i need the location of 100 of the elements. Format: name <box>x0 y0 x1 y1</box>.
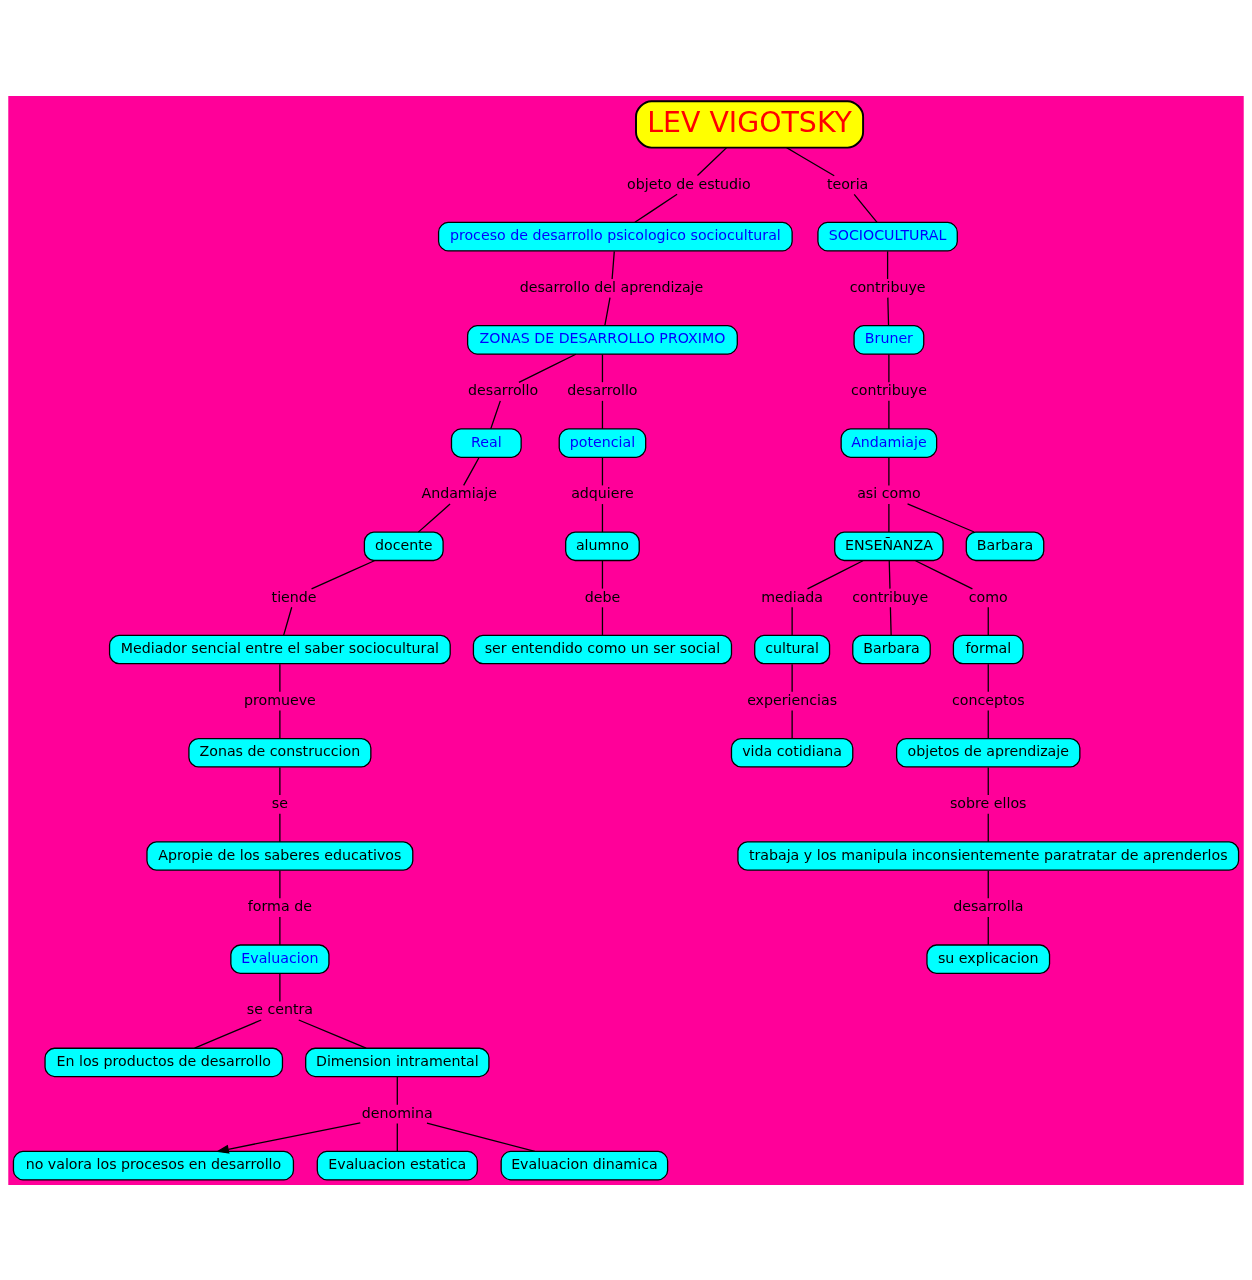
connector <box>791 606 793 636</box>
connector <box>611 250 615 280</box>
connector <box>601 399 604 430</box>
connector <box>282 606 293 636</box>
connector <box>279 915 281 946</box>
node-text: forma de <box>247 897 312 914</box>
connector <box>914 559 974 589</box>
connector <box>396 1122 398 1152</box>
connector <box>463 456 480 486</box>
node-box: objetos de aprendizaje <box>896 737 1081 768</box>
node-box: ENSEÑANZA <box>834 530 944 561</box>
node-box: Mediador sencial entre el saber sociocultural <box>108 634 451 664</box>
connector <box>601 606 604 636</box>
connector <box>987 606 989 636</box>
connector <box>888 353 890 383</box>
node-box: Dimension intramental <box>305 1047 490 1077</box>
node-box: vida cotidiana <box>730 737 854 768</box>
node-text: desarrollo <box>468 381 539 398</box>
connector <box>889 606 892 636</box>
node-text: debe <box>584 588 621 605</box>
node-text: conceptos <box>951 691 1025 708</box>
node-text: objeto de estudio <box>627 175 751 192</box>
node-box: trabaja y los manipula inconsientemente paratratar de aprenderlos <box>737 840 1240 871</box>
node-text: se centra <box>246 1000 314 1017</box>
node-text: se <box>271 794 288 811</box>
connector <box>426 1121 536 1152</box>
connector <box>887 296 890 326</box>
connector <box>888 456 890 486</box>
connector <box>987 915 989 946</box>
connector <box>601 502 604 533</box>
connector <box>279 709 281 739</box>
node-box: formal <box>952 634 1024 664</box>
connector <box>604 296 611 326</box>
node-text: promueve <box>243 691 316 708</box>
connector <box>696 146 728 176</box>
node-text: sobre ellos <box>949 794 1027 811</box>
node-text: adquiere <box>571 484 634 501</box>
connector <box>279 972 281 1002</box>
connector <box>987 709 989 739</box>
node-text: desarrollo del aprendizaje <box>519 278 704 295</box>
connector <box>490 399 501 430</box>
connector <box>987 663 989 692</box>
connector <box>886 250 889 280</box>
node-box: alumno <box>565 530 640 561</box>
connector <box>791 709 793 739</box>
connector <box>279 663 281 692</box>
connector <box>806 559 864 589</box>
connector <box>193 1018 262 1049</box>
arrow <box>216 1121 361 1154</box>
connector <box>791 663 793 692</box>
connector <box>853 193 878 223</box>
node-box: cultural <box>754 634 831 664</box>
connector <box>888 399 890 430</box>
connector <box>785 146 835 176</box>
node-box: su explicacion <box>926 943 1051 974</box>
node-box: SOCIOCULTURAL <box>817 221 958 251</box>
connector <box>518 353 577 383</box>
connector <box>601 456 604 486</box>
node-box: docente <box>363 530 444 561</box>
node-box: ZONAS DE DESARROLLO PROXIMO <box>466 324 738 355</box>
connector <box>634 193 678 223</box>
node-text: experiencias <box>747 691 838 708</box>
node-box: En los productos de desarrollo <box>44 1047 284 1077</box>
node-box: Evaluacion <box>230 943 330 974</box>
node-text: desarrolla <box>953 897 1024 914</box>
node-text: tiende <box>271 588 317 605</box>
node-box: Bruner <box>853 324 925 355</box>
node-box: no valora los procesos en desarrollo <box>12 1150 295 1180</box>
connector <box>987 812 989 842</box>
connector <box>888 559 891 589</box>
node-box: Zonas de construccion <box>188 737 372 768</box>
node-text: contribuye <box>852 588 929 605</box>
connector <box>888 502 890 533</box>
connector <box>279 766 281 796</box>
node-box: ser entendido como un ser social <box>472 634 733 664</box>
connector <box>987 869 989 899</box>
node-box: Real <box>450 427 522 458</box>
connector <box>987 766 989 796</box>
node-box: Barbara <box>852 634 931 664</box>
node-text: denomina <box>361 1104 433 1121</box>
node-text: teoria <box>826 175 869 192</box>
connector <box>279 869 281 899</box>
node-text: como <box>968 588 1008 605</box>
connector <box>396 1075 398 1105</box>
connector <box>601 559 604 589</box>
connector <box>906 502 975 533</box>
node-text: desarrollo <box>567 381 638 398</box>
node-box: potencial <box>558 427 647 458</box>
node-box: LEV VIGOTSKY <box>635 99 865 149</box>
node-text: Andamiaje <box>421 484 497 501</box>
connector <box>279 812 281 842</box>
connector <box>601 353 604 383</box>
node-text: mediada <box>761 588 824 605</box>
node-box: Apropie de los saberes educativos <box>146 840 414 871</box>
node-box: Barbara <box>965 530 1045 561</box>
connector <box>310 559 375 589</box>
node-box: proceso de desarrollo psicologico sociocultural <box>437 221 793 251</box>
node-text: asi como <box>857 484 921 501</box>
connector <box>417 502 451 533</box>
node-text: contribuye <box>849 278 926 295</box>
